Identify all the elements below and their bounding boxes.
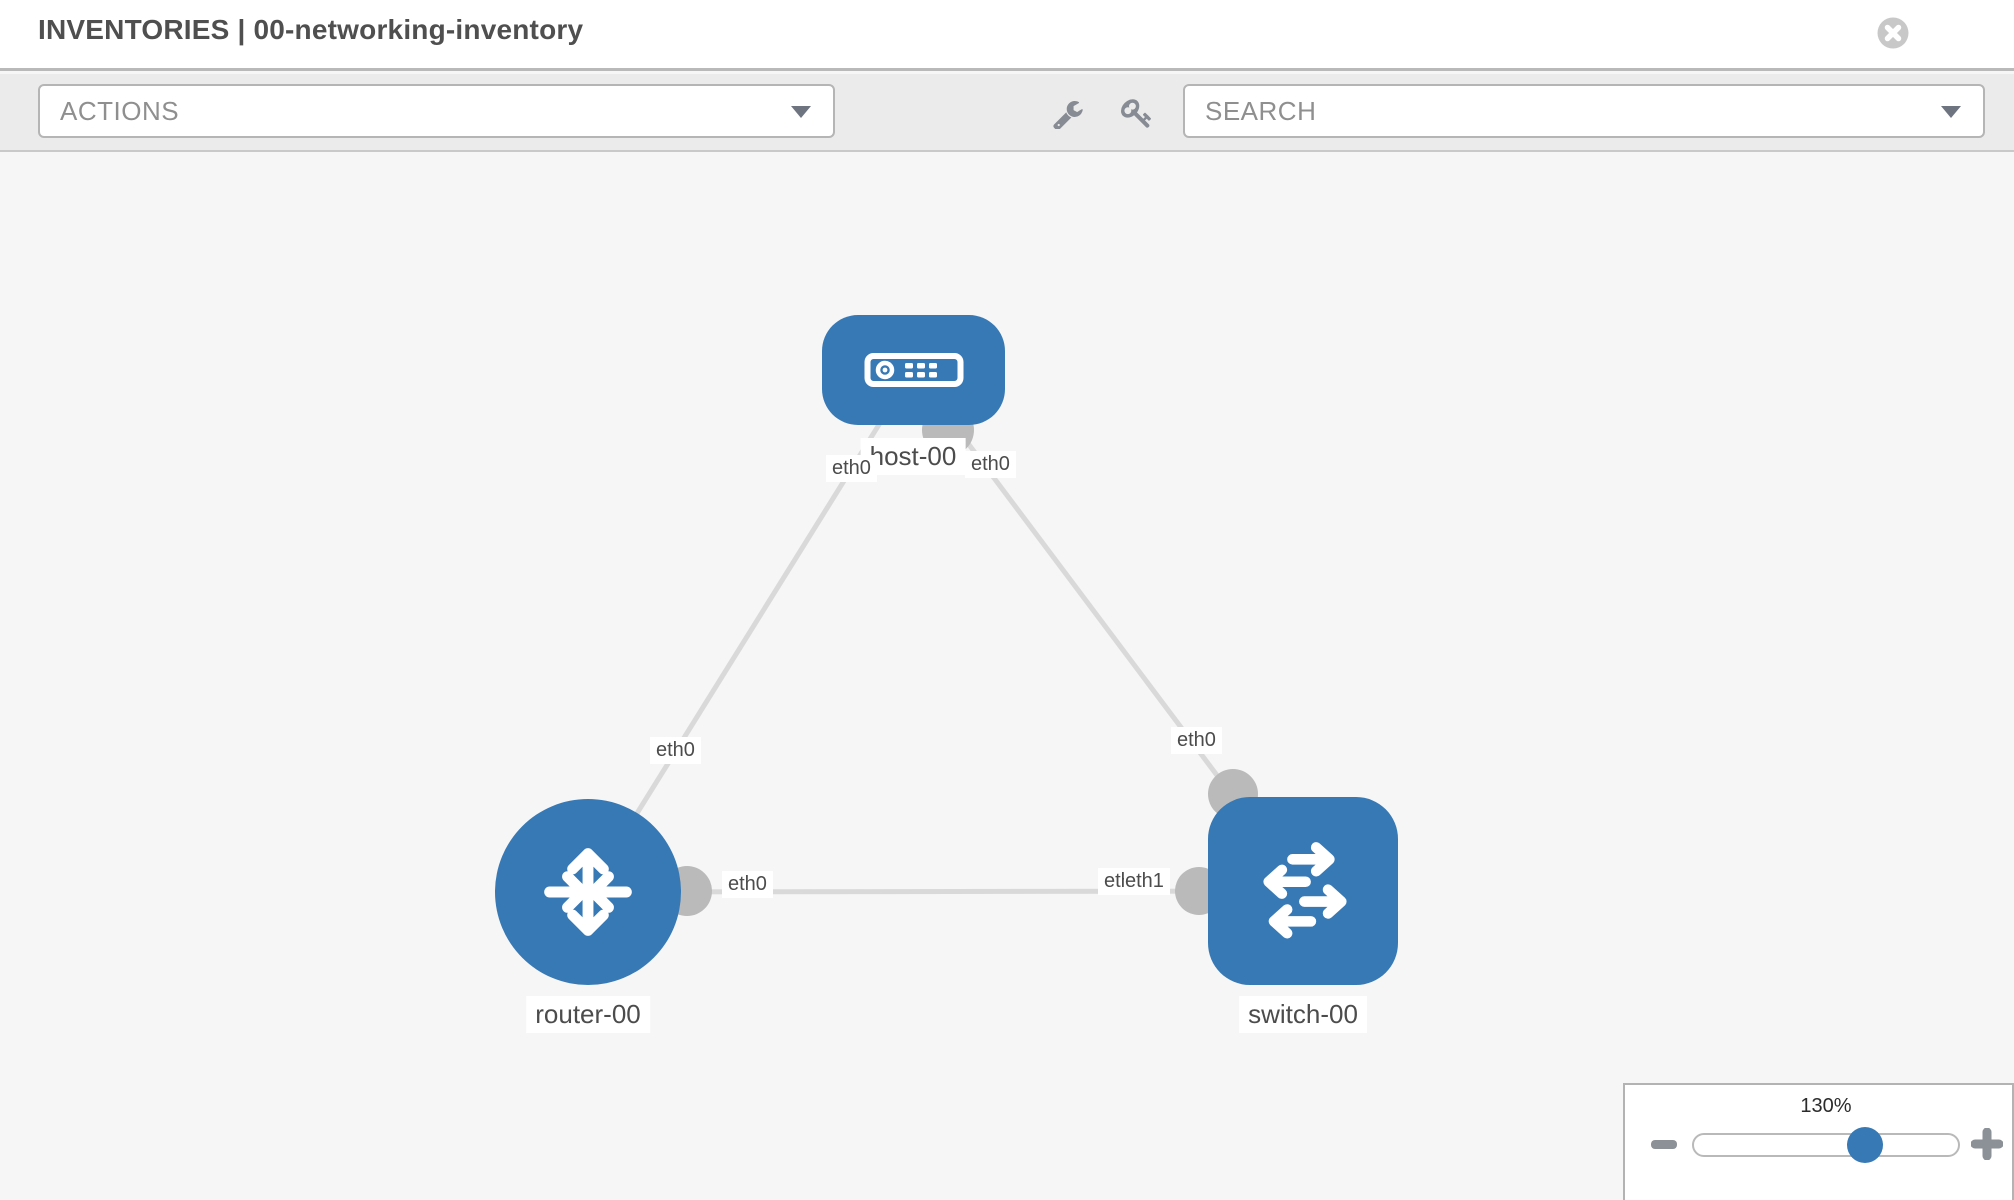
- key-icon: [1121, 99, 1152, 128]
- iface-label-host-to-router: eth0: [826, 455, 877, 482]
- zoom-out-button[interactable]: [1651, 1136, 1679, 1152]
- zoom-level-value: 130%: [1800, 1095, 1852, 1117]
- node-switch-00[interactable]: [1208, 797, 1398, 985]
- chevron-down-icon: [791, 106, 811, 118]
- minus-icon: [1651, 1139, 1677, 1149]
- switch-icon: [1263, 842, 1347, 939]
- configure-button[interactable]: [1050, 94, 1088, 132]
- node-host-00[interactable]: [822, 315, 1005, 425]
- wrench-icon: [1053, 101, 1083, 129]
- zoom-in-button[interactable]: [1970, 1127, 2004, 1161]
- chevron-down-icon: [1941, 106, 1961, 118]
- node-router-00[interactable]: [495, 799, 681, 985]
- zoom-slider-thumb[interactable]: [1847, 1127, 1883, 1163]
- host-icon: [864, 353, 963, 387]
- header: INVENTORIES | 00-networking-inventory: [0, 0, 2014, 71]
- actions-dropdown-label: ACTIONS: [60, 95, 180, 126]
- link-router-switch[interactable]: [587, 888, 1304, 895]
- zoom-control-panel: 130%: [1623, 1083, 2014, 1200]
- x-circle-icon: [1877, 17, 1909, 49]
- iface-label-switch-to-router: eth1: [1124, 868, 1170, 895]
- iface-label-switch-to-host: eth0: [1171, 727, 1222, 754]
- toolbar: ACTIONS SEARCH: [0, 74, 2014, 152]
- search-dropdown[interactable]: SEARCH: [1183, 84, 1985, 138]
- zoom-slider-track[interactable]: [1692, 1133, 1960, 1157]
- page-title: INVENTORIES | 00-networking-inventory: [38, 14, 584, 45]
- close-button[interactable]: [1877, 17, 1909, 49]
- iface-label-switch-to-router-group: eth0 eth1: [1098, 868, 1178, 896]
- credentials-button[interactable]: [1118, 94, 1156, 132]
- search-dropdown-label: SEARCH: [1205, 95, 1317, 126]
- iface-label-router-to-host: eth0: [650, 737, 701, 764]
- iface-label-host-to-switch: eth0: [965, 451, 1016, 478]
- iface-label-router-to-switch: eth0: [722, 871, 773, 898]
- node-label-router: router-00: [526, 996, 650, 1033]
- topology-canvas[interactable]: [0, 152, 2014, 1200]
- actions-dropdown[interactable]: ACTIONS: [38, 84, 835, 138]
- node-label-switch: switch-00: [1239, 996, 1367, 1033]
- router-icon: [544, 848, 632, 936]
- plus-icon: [1970, 1127, 2004, 1161]
